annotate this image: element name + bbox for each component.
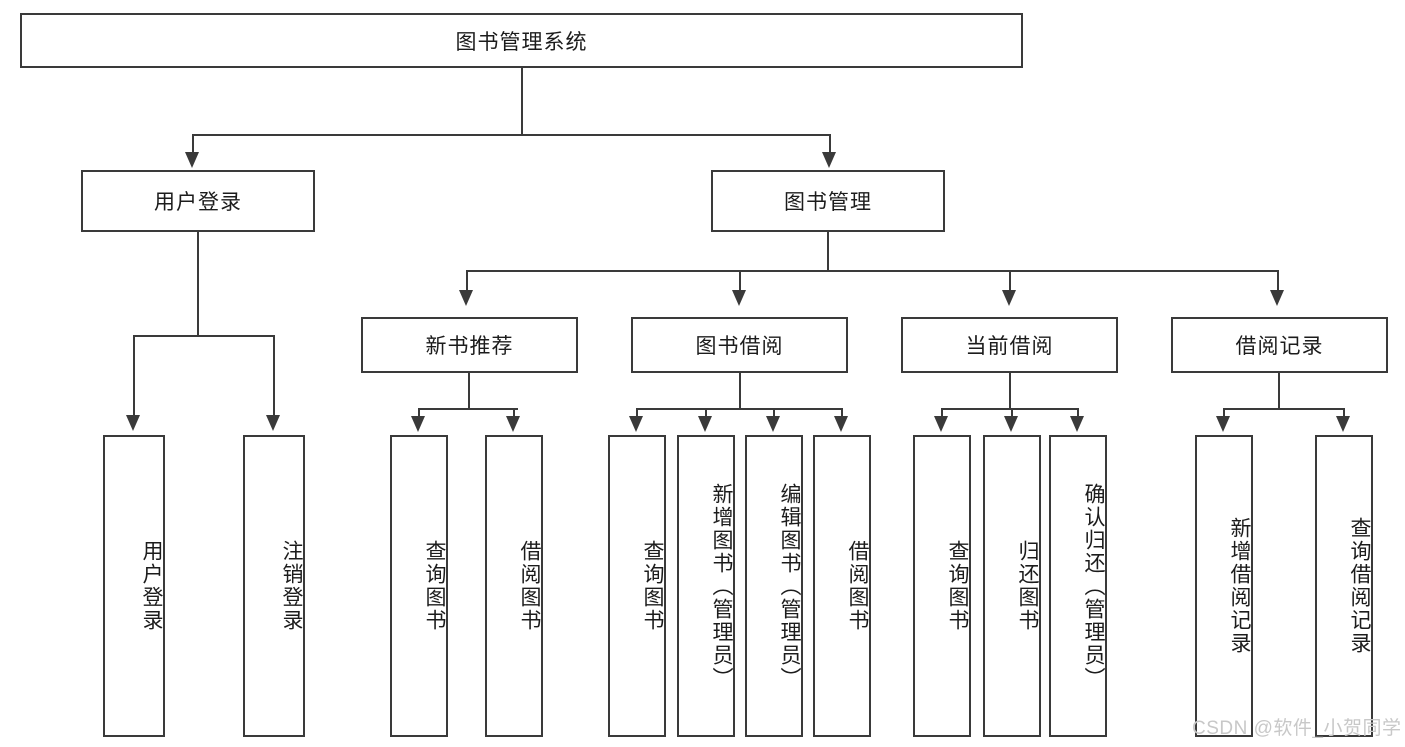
edge-user-login-bus bbox=[133, 335, 275, 337]
edge-drop-book-borrow bbox=[739, 270, 741, 292]
edge-drop-book-management bbox=[829, 134, 831, 154]
node-label: 图书管理系统 bbox=[455, 30, 588, 54]
node-label: 确认归还（管理员） bbox=[1082, 482, 1105, 690]
leaf-cb-confirm-return-admin[interactable]: 确认归还（管理员） bbox=[1049, 435, 1107, 737]
arrow-to-book-management bbox=[822, 152, 836, 168]
edge-borrow-record-stem bbox=[1278, 373, 1280, 409]
edge-drop-br-leaf-1 bbox=[1223, 408, 1225, 418]
edge-drop-nb-leaf-1 bbox=[418, 408, 420, 418]
edge-user-login-stem bbox=[197, 232, 199, 336]
edge-drop-user-login bbox=[192, 134, 194, 154]
node-label: 查询图书 bbox=[423, 540, 446, 632]
node-label: 当前借阅 bbox=[965, 335, 1054, 358]
arrow-to-borrow-record bbox=[1270, 290, 1284, 306]
edge-drop-new-book bbox=[466, 270, 468, 292]
arrow-to-br-leaf-1 bbox=[1216, 416, 1230, 432]
arrow-to-cb-leaf-2 bbox=[1004, 416, 1018, 432]
arrow-to-new-book-recommend bbox=[459, 290, 473, 306]
edge-book-borrow-stem bbox=[739, 373, 741, 409]
watermark-csdn: CSDN @软件_小贺同学 bbox=[1192, 718, 1402, 739]
arrow-to-nb-leaf-2 bbox=[506, 416, 520, 432]
node-label: 查询借阅记录 bbox=[1348, 517, 1371, 655]
leaf-br-add-record[interactable]: 新增借阅记录 bbox=[1195, 435, 1253, 737]
node-label: 注销登录 bbox=[280, 540, 303, 632]
leaf-bb-borrow-book[interactable]: 借阅图书 bbox=[813, 435, 871, 737]
edge-drop-br-leaf-2 bbox=[1343, 408, 1345, 418]
edge-drop-bb-leaf-3 bbox=[773, 408, 775, 418]
node-user-login[interactable]: 用户登录 bbox=[81, 170, 315, 232]
node-label: 图书管理 bbox=[784, 191, 872, 214]
edge-drop-bb-leaf-2 bbox=[705, 408, 707, 418]
arrow-to-bb-leaf-2 bbox=[698, 416, 712, 432]
arrow-to-nb-leaf-1 bbox=[411, 416, 425, 432]
edge-drop-bb-leaf-4 bbox=[841, 408, 843, 418]
edge-book-borrow-bus bbox=[636, 408, 843, 410]
leaf-user-login[interactable]: 用户登录 bbox=[103, 435, 165, 737]
edge-book-management-stem bbox=[827, 232, 829, 272]
leaf-br-query-record[interactable]: 查询借阅记录 bbox=[1315, 435, 1373, 737]
node-borrow-record[interactable]: 借阅记录 bbox=[1171, 317, 1388, 373]
node-label: 归还图书 bbox=[1016, 540, 1039, 632]
node-label: 新书推荐 bbox=[425, 335, 514, 358]
leaf-bb-edit-book-admin[interactable]: 编辑图书（管理员） bbox=[745, 435, 803, 737]
node-root-book-management-system[interactable]: 图书管理系统 bbox=[20, 13, 1023, 68]
node-label: 借阅图书 bbox=[518, 540, 541, 632]
edge-root-bus bbox=[192, 134, 830, 136]
edge-book-management-bus bbox=[466, 270, 1277, 272]
node-label: 查询图书 bbox=[946, 540, 969, 632]
node-book-borrow[interactable]: 图书借阅 bbox=[631, 317, 848, 373]
node-book-management[interactable]: 图书管理 bbox=[711, 170, 945, 232]
edge-drop-cb-leaf-3 bbox=[1077, 408, 1079, 418]
arrow-to-cb-leaf-3 bbox=[1070, 416, 1084, 432]
leaf-bb-add-book-admin[interactable]: 新增图书（管理员） bbox=[677, 435, 735, 737]
leaf-logout[interactable]: 注销登录 bbox=[243, 435, 305, 737]
edge-drop-nb-leaf-2 bbox=[513, 408, 515, 418]
node-label: 图书借阅 bbox=[695, 335, 784, 358]
node-label: 用户登录 bbox=[140, 540, 163, 632]
arrow-to-leaf-logout bbox=[266, 415, 280, 431]
edge-drop-borrow-record bbox=[1277, 270, 1279, 292]
leaf-cb-query-book[interactable]: 查询图书 bbox=[913, 435, 971, 737]
arrow-to-leaf-user-login bbox=[126, 415, 140, 431]
node-label: 新增图书（管理员） bbox=[710, 482, 733, 690]
arrow-to-bb-leaf-1 bbox=[629, 416, 643, 432]
arrow-to-user-login bbox=[185, 152, 199, 168]
edge-new-book-bus bbox=[418, 408, 518, 410]
edge-current-borrow-stem bbox=[1009, 373, 1011, 409]
arrow-to-bb-leaf-3 bbox=[766, 416, 780, 432]
leaf-nb-borrow-book[interactable]: 借阅图书 bbox=[485, 435, 543, 737]
node-label: 编辑图书（管理员） bbox=[778, 482, 801, 690]
edge-drop-bb-leaf-1 bbox=[636, 408, 638, 418]
arrow-to-cb-leaf-1 bbox=[934, 416, 948, 432]
arrow-to-br-leaf-2 bbox=[1336, 416, 1350, 432]
node-label: 借阅记录 bbox=[1235, 335, 1324, 358]
edge-new-book-stem bbox=[468, 373, 470, 409]
arrow-to-current-borrow bbox=[1002, 290, 1016, 306]
leaf-nb-query-book[interactable]: 查询图书 bbox=[390, 435, 448, 737]
edge-current-borrow-bus bbox=[941, 408, 1077, 410]
arrow-to-bb-leaf-4 bbox=[834, 416, 848, 432]
node-current-borrow[interactable]: 当前借阅 bbox=[901, 317, 1118, 373]
edge-root-stem bbox=[521, 68, 523, 135]
node-new-book-recommend[interactable]: 新书推荐 bbox=[361, 317, 578, 373]
node-label: 新增借阅记录 bbox=[1228, 517, 1251, 655]
node-label: 借阅图书 bbox=[846, 540, 869, 632]
leaf-cb-return-book[interactable]: 归还图书 bbox=[983, 435, 1041, 737]
node-label: 查询图书 bbox=[641, 540, 664, 632]
edge-borrow-record-bus bbox=[1223, 408, 1345, 410]
edge-drop-cb-leaf-2 bbox=[1011, 408, 1013, 418]
leaf-bb-query-book[interactable]: 查询图书 bbox=[608, 435, 666, 737]
arrow-to-book-borrow bbox=[732, 290, 746, 306]
node-label: 用户登录 bbox=[154, 191, 242, 214]
edge-drop-current-borrow bbox=[1009, 270, 1011, 292]
edge-drop-leaf-logout bbox=[273, 335, 275, 417]
edge-drop-cb-leaf-1 bbox=[941, 408, 943, 418]
edge-drop-leaf-user-login bbox=[133, 335, 135, 417]
